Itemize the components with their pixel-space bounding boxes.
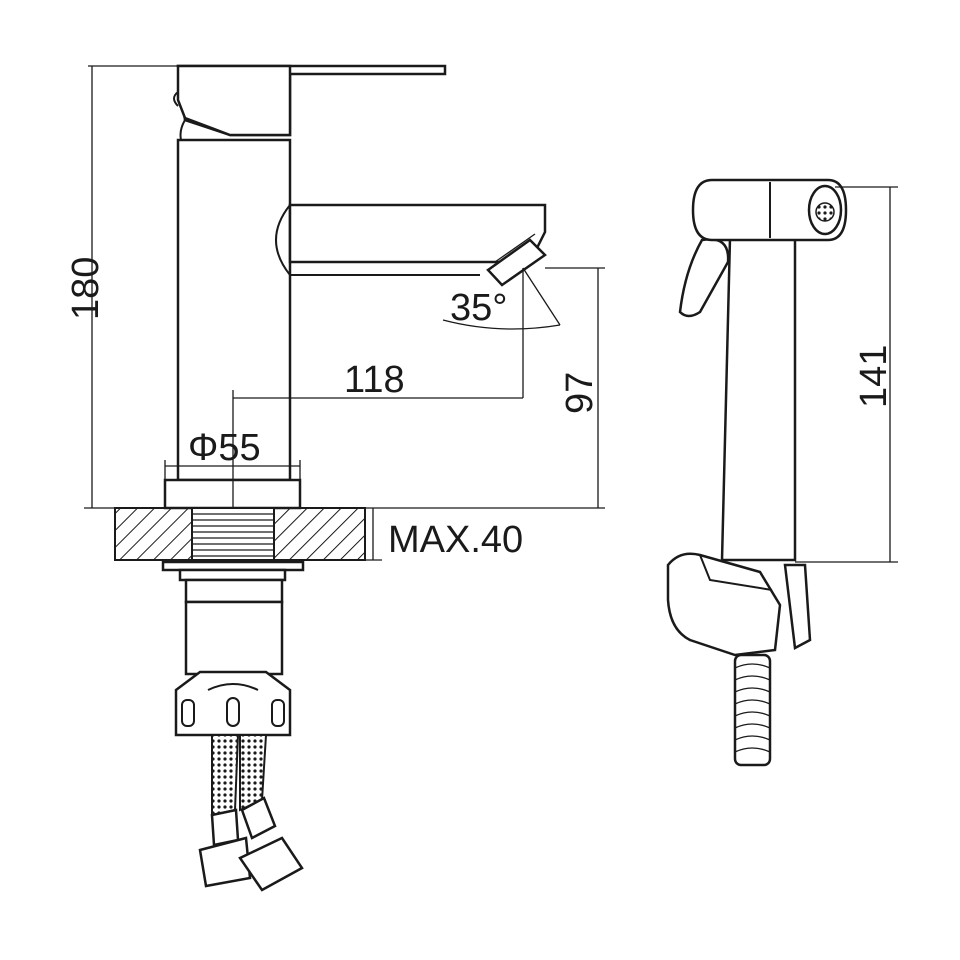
faucet-aerator <box>486 238 547 287</box>
mounting-thread <box>191 507 275 561</box>
faucet-handle-cap <box>176 64 292 137</box>
spray-handle <box>720 236 797 562</box>
faucet-dimensions: 180 118 97 Φ55 MAX.40 <box>65 65 605 561</box>
hex-nut <box>174 670 292 737</box>
height-180-label: 180 <box>65 257 107 320</box>
faucet: 35° <box>114 64 561 892</box>
hose-fitting-left <box>210 808 240 847</box>
spout-height-97-label: 97 <box>559 372 601 414</box>
faucet-body <box>176 138 292 482</box>
reach-118-label: 118 <box>344 359 405 401</box>
max-40-label: MAX.40 <box>388 519 523 561</box>
hose-left <box>211 734 240 817</box>
spray-holder <box>666 552 782 657</box>
hose-fitting-right <box>240 796 277 840</box>
spray-height-141-label: 141 <box>853 345 895 408</box>
spout-angle-label: 35° <box>450 287 507 329</box>
shank <box>184 578 284 604</box>
hand-spray-dimensions: 141 <box>795 186 898 563</box>
spray-trigger <box>678 238 730 318</box>
hand-spray <box>666 178 848 767</box>
diameter-55-label: Φ55 <box>188 427 261 469</box>
spray-hose <box>733 653 772 767</box>
